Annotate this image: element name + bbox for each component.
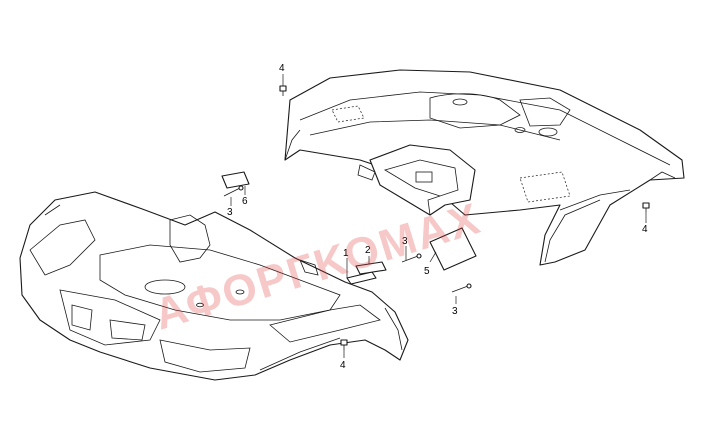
callout-number: 1 — [343, 248, 349, 259]
clip-1 — [346, 271, 377, 285]
front-body-panel — [19, 191, 409, 381]
screw-3-left — [223, 185, 244, 197]
bolt-4-right — [642, 202, 650, 212]
screw-3-middle — [401, 253, 422, 263]
rear-plate-6 — [221, 171, 250, 189]
bolt-4-bottom — [340, 339, 348, 350]
callout-number: 3 — [452, 306, 458, 317]
bolt-4-top — [279, 85, 287, 96]
callout-number: 5 — [424, 266, 430, 277]
leader-line — [429, 251, 437, 263]
rear-center-bracket — [357, 144, 476, 216]
callout-number: 4 — [340, 360, 346, 371]
callout-number: 4 — [279, 63, 285, 74]
screw-3-lower — [451, 283, 472, 293]
callout-number: 3 — [402, 236, 408, 247]
plate-5 — [429, 227, 477, 271]
plate-2 — [355, 261, 387, 275]
callout-number: 2 — [365, 245, 371, 256]
callout-number: 4 — [642, 224, 648, 235]
callout-number: 6 — [242, 196, 248, 207]
callout-number: 3 — [227, 207, 233, 218]
